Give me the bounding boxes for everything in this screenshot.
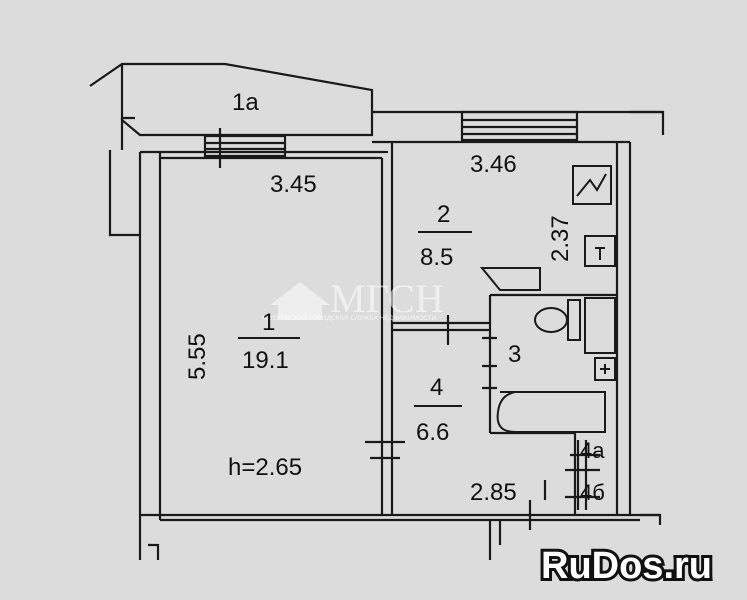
stove-icon <box>572 165 612 205</box>
walls <box>89 62 665 560</box>
watermark-logo: МГСН <box>330 276 444 321</box>
room2-width: 3.46 <box>470 151 517 178</box>
room4-width: 2.85 <box>470 479 517 506</box>
room1-length: 5.55 <box>184 333 211 380</box>
room-4b-number: 4б <box>580 480 605 505</box>
room2-depth: 2.37 <box>547 215 574 262</box>
room2-area: 8.5 <box>420 244 453 271</box>
room-4a-number: 4a <box>580 438 605 463</box>
sink-icon <box>479 267 541 291</box>
cabinet-icon <box>584 235 616 267</box>
window-room1 <box>203 134 287 158</box>
room1-number: 1 <box>262 309 275 336</box>
watermark-subtitle: МОСКОВСКАЯ ГОРОДСКАЯ СЛУЖБА НЕДВИЖИМОСТИ <box>262 315 437 322</box>
rudos-badge: RuDos.ru <box>538 542 715 590</box>
house-logo-icon <box>270 282 330 320</box>
labels: 1a 3.45 1 19.1 5.55 h=2.65 3.46 2 8.5 2.… <box>184 89 605 506</box>
toilet-icon <box>534 307 568 333</box>
room1-width: 3.45 <box>270 171 317 198</box>
bathtub-icon <box>496 391 606 433</box>
room1-area: 19.1 <box>242 347 289 374</box>
washbasin-icon <box>584 297 616 354</box>
balcony-outline <box>89 62 374 150</box>
room4-area: 6.6 <box>416 419 449 446</box>
watermark: МГСН МОСКОВСКАЯ ГОРОДСКАЯ СЛУЖБА НЕДВИЖИ… <box>262 276 444 322</box>
ceiling-height: h=2.65 <box>228 454 302 481</box>
room3-number: 3 <box>508 341 521 368</box>
room4-number: 4 <box>430 374 443 401</box>
room-1a-number: 1a <box>232 89 259 116</box>
room2-number: 2 <box>437 201 450 228</box>
badge-text: RuDos.ru <box>541 545 712 587</box>
fixtures <box>479 165 616 433</box>
